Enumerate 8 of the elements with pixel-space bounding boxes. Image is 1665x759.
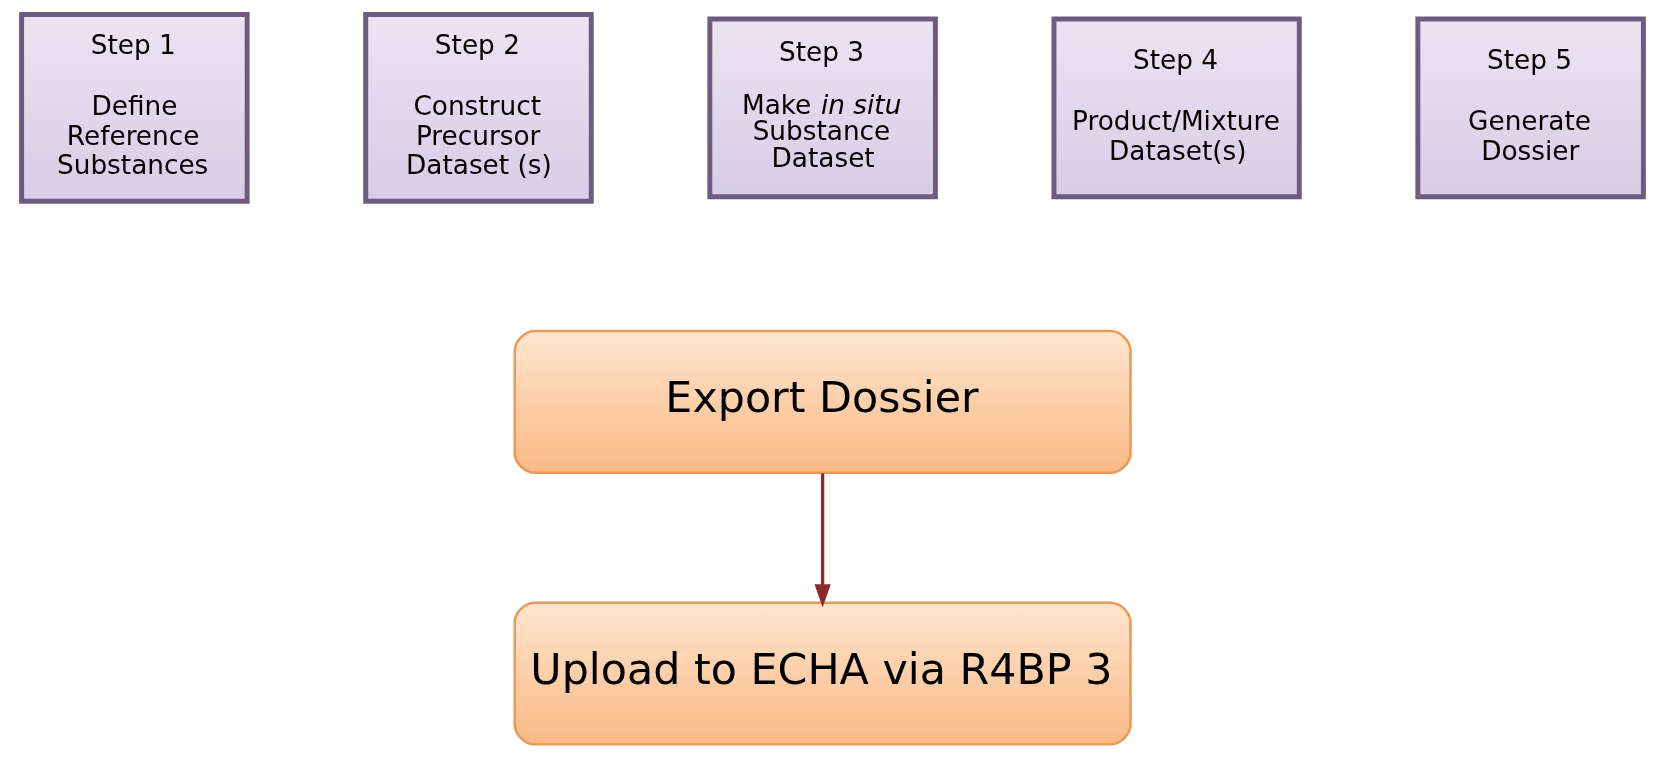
arrow	[814, 473, 831, 608]
node-box: Step 4 Product/Mixture Dataset(s)	[1051, 16, 1302, 200]
node-box: Upload to ECHA via R4BP 3	[513, 601, 1132, 746]
node-box: Step 1 Define Reference Substances	[19, 12, 250, 204]
node-box: Step 3 Make in situ Substance Dataset	[707, 16, 938, 200]
node-box: Step 2 Construct Precursor Dataset (s)	[363, 12, 594, 204]
node-box: Export Dossier	[513, 329, 1132, 474]
node-box: Step 5 Generate Dossier	[1415, 16, 1646, 200]
